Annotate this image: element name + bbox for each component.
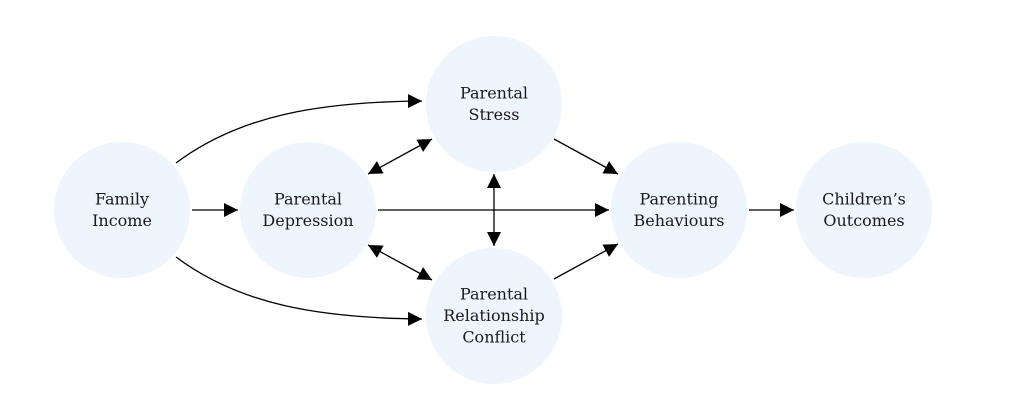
node-label-parental-depression-line-2: Depression bbox=[262, 211, 353, 230]
node-label-parenting-behaviours-line-1: Parenting bbox=[639, 189, 718, 208]
node-label-parental-stress-line-1: Parental bbox=[460, 83, 528, 102]
arrow-family-income-to-parental-relationship-conflict bbox=[175, 256, 423, 326]
node-label-parenting-behaviours-line-2: Behaviours bbox=[633, 211, 724, 230]
node-label-parental-relationship-conflict-line-2: Relationship bbox=[443, 306, 545, 325]
node-circle-parental-depression bbox=[240, 142, 376, 278]
arrow-family-income-to-parental-stress bbox=[175, 94, 423, 164]
arrow-parental-stress-to-parenting-behaviours bbox=[553, 138, 619, 175]
node-circle-family-income bbox=[54, 142, 190, 278]
arrow-parental-depression-to-parental-relationship-conflict bbox=[367, 244, 433, 281]
node-label-family-income-line-1: Family bbox=[95, 189, 149, 208]
node-circle-parental-relationship-conflict bbox=[426, 248, 562, 384]
node-circle-parental-stress bbox=[426, 36, 562, 172]
node-label-childrens-outcomes-line-1: Children’s bbox=[822, 189, 906, 208]
node-label-childrens-outcomes-line-2: Outcomes bbox=[823, 211, 904, 230]
arrow-parental-depression-to-parental-stress bbox=[367, 138, 433, 175]
node-label-family-income-line-2: Income bbox=[92, 211, 152, 230]
arrow-parental-relationship-conflict-to-parenting-behaviours bbox=[553, 243, 619, 280]
edges-layer bbox=[175, 94, 794, 326]
node-label-parental-relationship-conflict-line-3: Conflict bbox=[462, 328, 526, 347]
nodes-layer: FamilyIncomeParentalDepressionParentalSt… bbox=[54, 36, 932, 384]
node-circle-parenting-behaviours bbox=[611, 142, 747, 278]
node-circle-childrens-outcomes bbox=[796, 142, 932, 278]
node-label-parental-stress-line-2: Stress bbox=[469, 105, 520, 124]
node-label-parental-relationship-conflict-line-1: Parental bbox=[460, 285, 528, 304]
node-label-parental-depression-line-1: Parental bbox=[274, 189, 342, 208]
